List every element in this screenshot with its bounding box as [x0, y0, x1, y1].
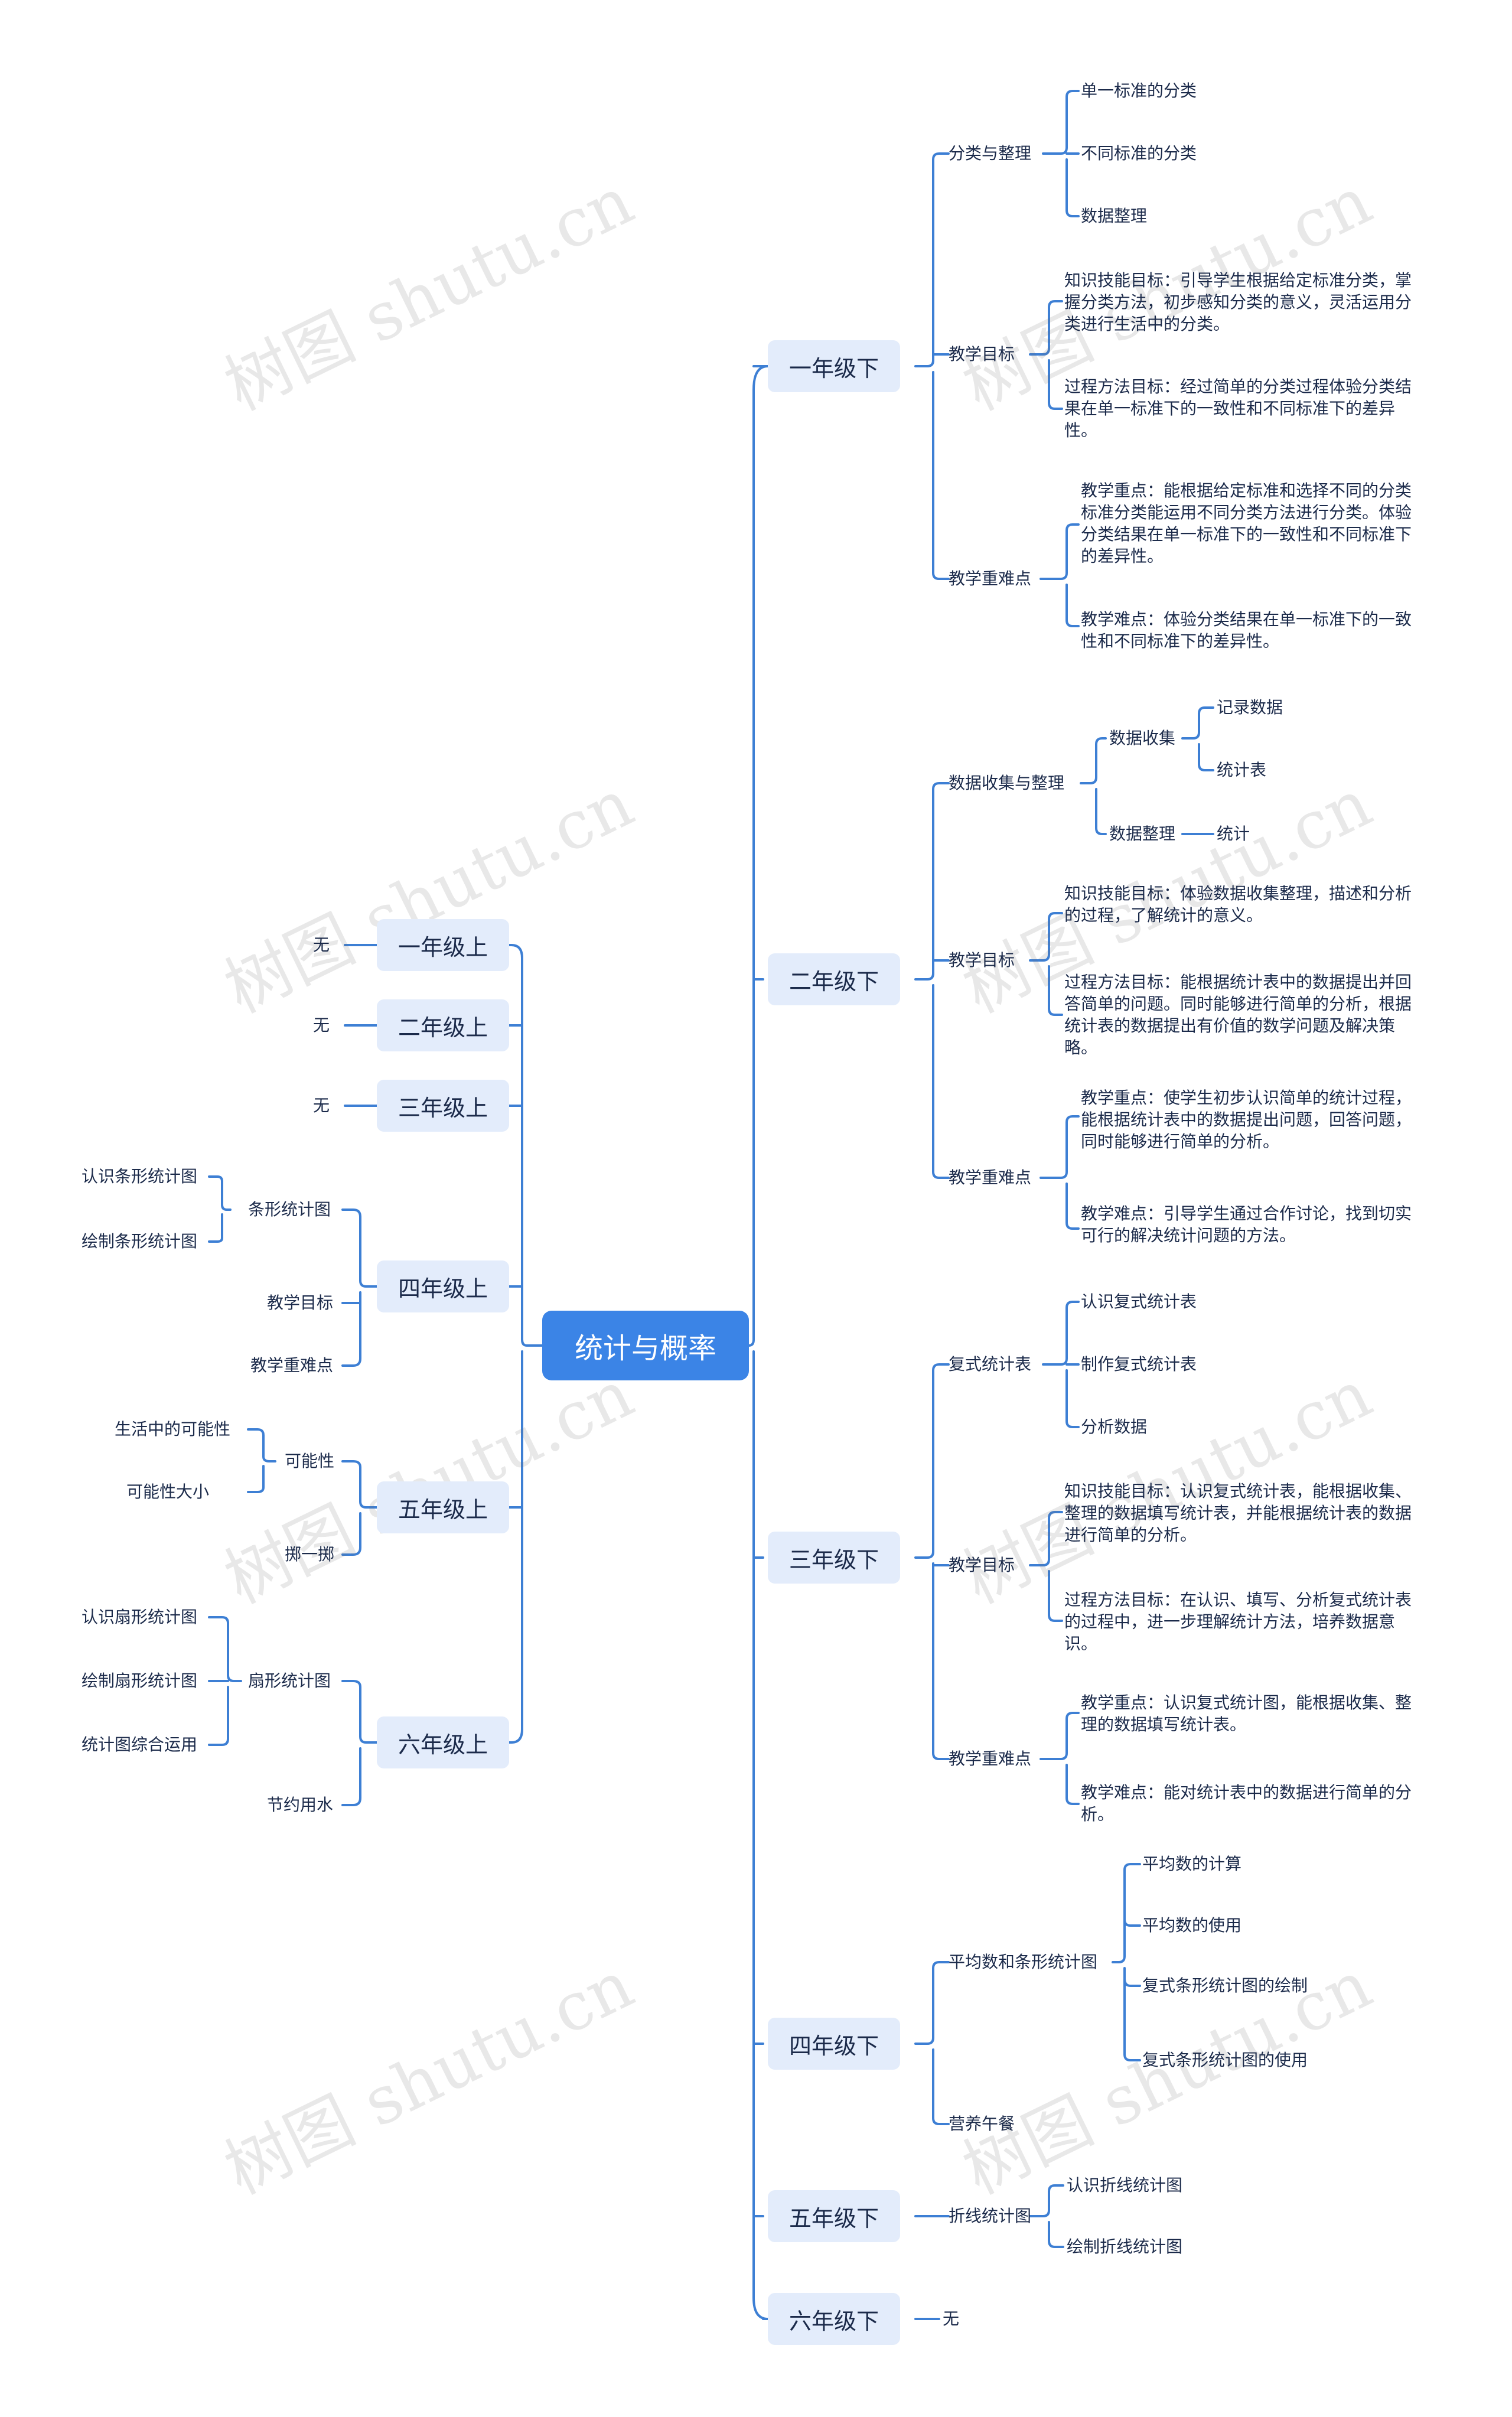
topic-line-chart[interactable]: 折线统计图 [949, 2206, 1032, 2226]
leaf-compound-2[interactable]: 制作复式统计表 [1081, 1354, 1197, 1374]
leaf-pie-chart-1[interactable]: 认识扇形统计图 [82, 1607, 198, 1627]
leaf-none[interactable]: 无 [313, 935, 330, 955]
paragraph-key-2[interactable]: 教学难点：体验分类结果在单一标准下的一致性和不同标准下的差异性。 [1081, 610, 1412, 651]
leaf-none[interactable]: 无 [313, 1015, 330, 1035]
topic-throw[interactable]: 掷一掷 [285, 1545, 335, 1564]
topic-save-water[interactable]: 节约用水 [267, 1795, 334, 1815]
leaf-compound-1[interactable]: 认识复式统计表 [1081, 1292, 1197, 1311]
grade-node-right-6[interactable]: 六年级下 [768, 2293, 900, 2345]
topic-data-sort[interactable]: 数据整理 [1109, 824, 1176, 843]
paragraph-goal-2[interactable]: 过程方法目标：能根据统计表中的数据提出并回答简单的问题。同时能够进行简单的分析，… [1064, 972, 1412, 1057]
leaf-bar-chart-2[interactable]: 绘制条形统计图 [82, 1232, 198, 1251]
topic-key-points[interactable]: 教学重难点 [949, 1168, 1032, 1187]
topic-pie-chart[interactable]: 扇形统计图 [248, 1671, 331, 1690]
topic-average-bar[interactable]: 平均数和条形统计图 [949, 1952, 1098, 1972]
topic-teaching-goal[interactable]: 教学目标 [949, 1555, 1015, 1575]
grade-node-left-2[interactable]: 二年级上 [377, 999, 509, 1051]
paragraph-goal-2[interactable]: 过程方法目标：经过简单的分类过程体验分类结果在单一标准下的一致性和不同标准下的差… [1064, 377, 1412, 440]
paragraph-key-1[interactable]: 教学重点：使学生初步认识简单的统计过程，能根据统计表中的数据提出问题，回答问题，… [1081, 1088, 1412, 1151]
grade-node-right-3[interactable]: 三年级下 [768, 1532, 900, 1584]
leaf-record-data[interactable]: 记录数据 [1217, 698, 1283, 717]
topic-teaching-goal[interactable]: 教学目标 [949, 344, 1015, 364]
leaf-statistic[interactable]: 统计 [1217, 824, 1250, 843]
leaf-classify-2[interactable]: 不同标准的分类 [1081, 144, 1197, 163]
leaf-average-2[interactable]: 平均数的使用 [1142, 1916, 1242, 1935]
paragraph-goal-1[interactable]: 知识技能目标：引导学生根据给定标准分类，掌握分类方法，初步感知分类的意义，灵活运… [1064, 271, 1412, 334]
paragraph-goal-2[interactable]: 过程方法目标：在认识、填写、分析复式统计表的过程中，进一步理解统计方法，培养数据… [1064, 1590, 1412, 1653]
topic-key-points[interactable]: 教学重难点 [949, 1749, 1032, 1768]
leaf-classify-3[interactable]: 数据整理 [1081, 206, 1148, 226]
paragraph-key-2[interactable]: 教学难点：能对统计表中的数据进行简单的分析。 [1081, 1783, 1412, 1824]
topic-data-collect-sub[interactable]: 数据收集 [1109, 728, 1176, 748]
topic-key-points[interactable]: 教学重难点 [949, 569, 1032, 588]
topic-compound-table[interactable]: 复式统计表 [949, 1354, 1032, 1374]
leaf-none[interactable]: 无 [313, 1096, 330, 1115]
leaf-average-3[interactable]: 复式条形统计图的绘制 [1142, 1976, 1308, 1995]
leaf-line-chart-2[interactable]: 绘制折线统计图 [1067, 2237, 1183, 2256]
paragraph-goal-1[interactable]: 知识技能目标：认识复式统计表，能根据收集、整理的数据填写统计表，并能根据统计表的… [1064, 1481, 1412, 1545]
topic-classify[interactable]: 分类与整理 [949, 144, 1032, 163]
leaf-average-1[interactable]: 平均数的计算 [1142, 1854, 1242, 1874]
grade-node-left-4[interactable]: 四年级上 [377, 1260, 509, 1312]
grade-node-left-1[interactable]: 一年级上 [377, 919, 509, 971]
grade-node-left-6[interactable]: 六年级上 [377, 1716, 509, 1768]
leaf-pie-chart-3[interactable]: 统计图综合运用 [82, 1735, 198, 1754]
root-node[interactable]: 统计与概率 [542, 1311, 749, 1380]
topic-key-points[interactable]: 教学重难点 [250, 1356, 334, 1375]
grade-node-left-5[interactable]: 五年级上 [377, 1481, 509, 1533]
leaf-stat-table[interactable]: 统计表 [1217, 760, 1267, 780]
leaf-compound-3[interactable]: 分析数据 [1081, 1417, 1148, 1436]
leaf-possibility-1[interactable]: 生活中的可能性 [115, 1419, 231, 1439]
paragraph-key-2[interactable]: 教学难点：引导学生通过合作讨论，找到切实可行的解决统计问题的方法。 [1081, 1204, 1412, 1245]
leaf-bar-chart-1[interactable]: 认识条形统计图 [82, 1167, 198, 1186]
grade-node-right-1[interactable]: 一年级下 [768, 340, 900, 392]
topic-teaching-goal[interactable]: 教学目标 [267, 1293, 334, 1312]
leaf-pie-chart-2[interactable]: 绘制扇形统计图 [82, 1671, 198, 1690]
topic-data-collect[interactable]: 数据收集与整理 [949, 773, 1065, 793]
leaf-line-chart-1[interactable]: 认识折线统计图 [1067, 2175, 1183, 2195]
leaf-none[interactable]: 无 [943, 2309, 960, 2328]
paragraph-key-1[interactable]: 教学重点：认识复式统计图，能根据收集、整理的数据填写统计表。 [1081, 1693, 1412, 1734]
grade-node-right-4[interactable]: 四年级下 [768, 2018, 900, 2070]
paragraph-key-1[interactable]: 教学重点：能根据给定标准和选择不同的分类标准分类能运用不同分类方法进行分类。体验… [1081, 481, 1412, 566]
grade-node-left-3[interactable]: 三年级上 [377, 1080, 509, 1132]
leaf-average-4[interactable]: 复式条形统计图的使用 [1142, 2050, 1308, 2070]
topic-possibility[interactable]: 可能性 [285, 1451, 335, 1471]
topic-bar-chart[interactable]: 条形统计图 [248, 1200, 331, 1219]
topic-nutrition-lunch[interactable]: 营养午餐 [949, 2114, 1015, 2133]
grade-node-right-2[interactable]: 二年级下 [768, 953, 900, 1005]
leaf-possibility-2[interactable]: 可能性大小 [126, 1482, 210, 1501]
grade-node-right-5[interactable]: 五年级下 [768, 2190, 900, 2242]
topic-teaching-goal[interactable]: 教学目标 [949, 950, 1015, 970]
paragraph-goal-1[interactable]: 知识技能目标：体验数据收集整理，描述和分析的过程，了解统计的意义。 [1064, 884, 1412, 925]
leaf-classify-1[interactable]: 单一标准的分类 [1081, 81, 1197, 100]
